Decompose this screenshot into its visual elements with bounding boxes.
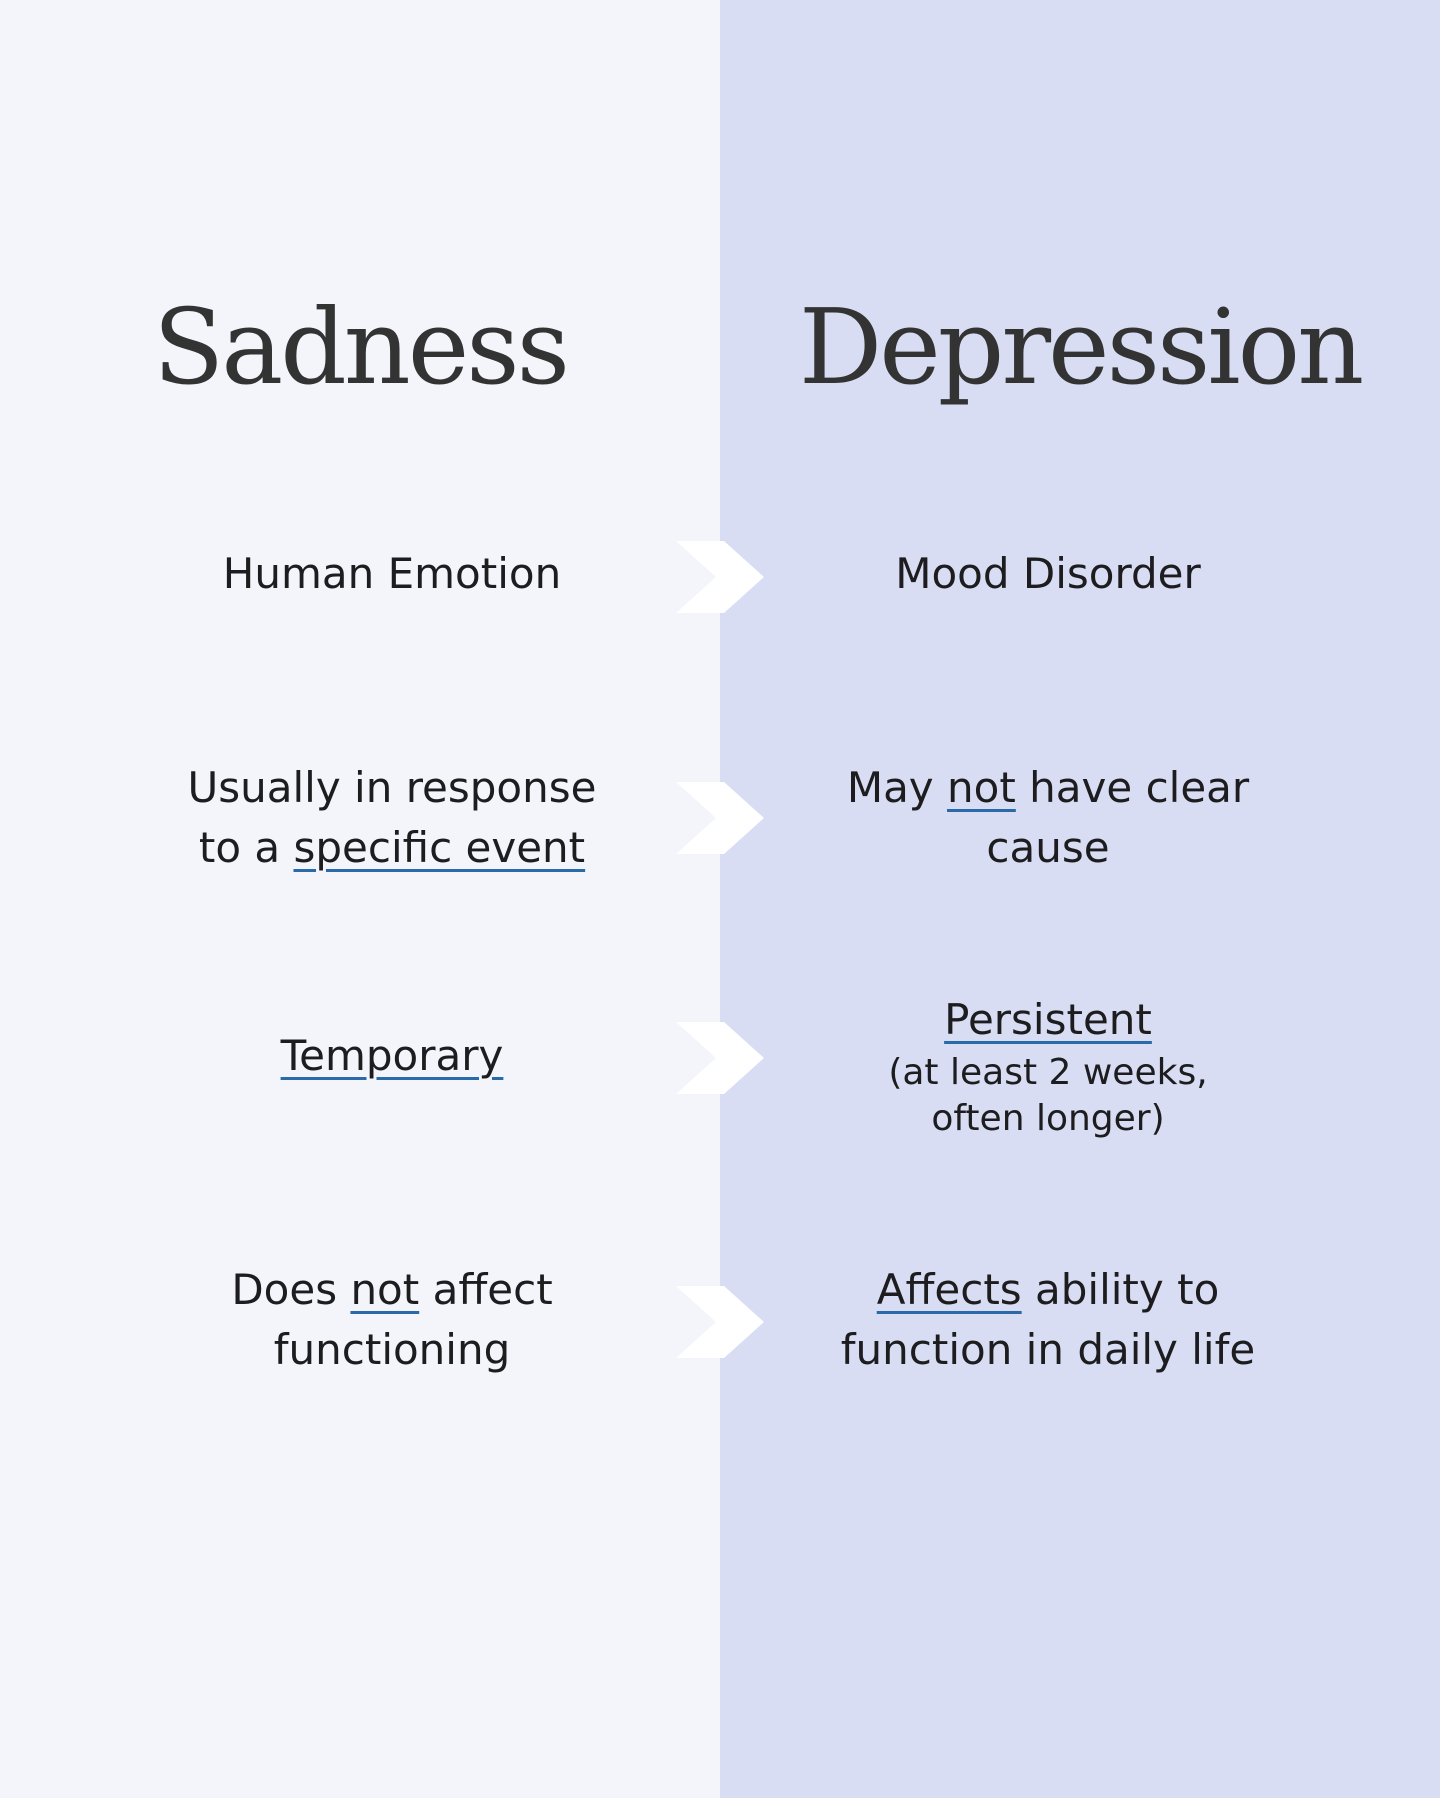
sadness-row-4-line-1: Does not affect [92, 1260, 692, 1320]
depression-row-4: Affects ability to function in daily lif… [748, 1260, 1348, 1380]
sadness-row-4-line-2: functioning [273, 1325, 511, 1374]
depression-row-2-line-2: cause [986, 823, 1110, 872]
sadness-row-4-prefix: Does [231, 1265, 351, 1314]
sadness-heading: Sadness [152, 286, 570, 408]
sadness-row-2-line-1: Usually in response [187, 763, 597, 812]
depression-row-4-line-1: Affects ability to [748, 1260, 1348, 1320]
sadness-column-background [0, 0, 720, 1798]
underlined-not: not [350, 1265, 420, 1314]
sadness-row-2: Usually in response to a specific event [92, 758, 692, 878]
duration-note-line-2: often longer) [931, 1098, 1165, 1139]
underlined-affects: Affects [876, 1265, 1022, 1314]
underlined-temporary: Temporary [280, 1031, 504, 1080]
depression-column-background [720, 0, 1440, 1798]
sadness-row-3: Temporary [92, 1026, 692, 1086]
sadness-row-2-line-2-prefix: to a [198, 823, 294, 872]
depression-row-4-line-2: function in daily life [840, 1325, 1256, 1374]
underlined-persistent: Persistent [944, 995, 1152, 1044]
depression-row-2-prefix: May [846, 763, 948, 812]
depression-row-3-line: Persistent [748, 990, 1348, 1050]
sadness-row-1-text: Human Emotion [222, 549, 562, 598]
sadness-row-4: Does not affect functioning [92, 1260, 692, 1380]
underlined-not: not [947, 763, 1016, 812]
depression-row-2: May not have clear cause [748, 758, 1348, 878]
depression-row-2-line-1: May not have clear [748, 758, 1348, 818]
depression-row-1: Mood Disorder [748, 544, 1348, 604]
chevron-right-icon [676, 782, 764, 854]
depression-row-3: Persistent (at least 2 weeks, often long… [748, 990, 1348, 1142]
duration-note-line-1: (at least 2 weeks, [888, 1052, 1208, 1093]
chevron-right-icon [676, 541, 764, 613]
sadness-row-3-line: Temporary [92, 1026, 692, 1086]
depression-row-4-suffix: ability to [1021, 1265, 1220, 1314]
depression-row-2-suffix: have clear [1015, 763, 1250, 812]
depression-row-1-text: Mood Disorder [895, 549, 1201, 598]
chevron-right-icon [676, 1286, 764, 1358]
sadness-row-1: Human Emotion [92, 544, 692, 604]
chevron-right-icon [676, 1022, 764, 1094]
underlined-specific-event: specific event [293, 823, 586, 872]
sadness-row-4-suffix: affect [419, 1265, 553, 1314]
depression-heading: Depression [798, 286, 1364, 408]
sadness-row-2-line-2: to a specific event [92, 818, 692, 878]
